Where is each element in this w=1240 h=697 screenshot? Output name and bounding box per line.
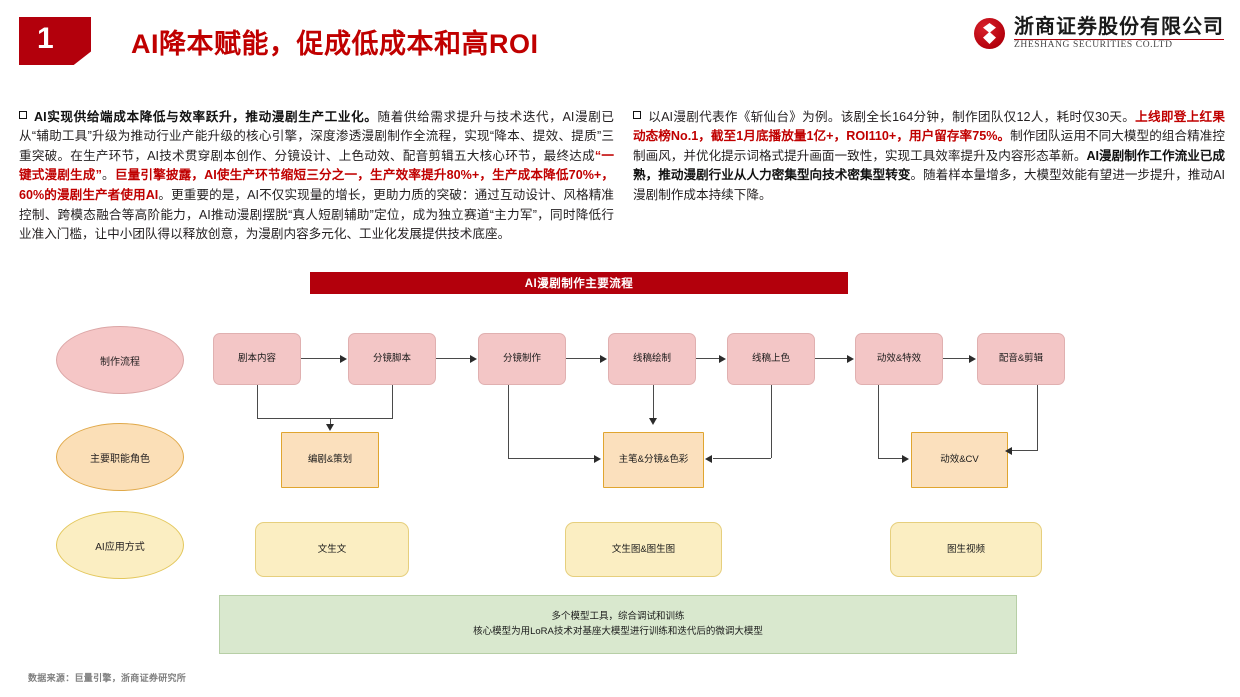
- ai-node-2[interactable]: 文生图&图生图: [565, 522, 722, 577]
- arrowhead-role3-left-icon: [902, 454, 909, 463]
- role-node-3[interactable]: 动效&CV: [911, 432, 1008, 488]
- logo-company-name-cn: 浙商证券股份有限公司: [1014, 14, 1224, 38]
- data-source-footer: 数据来源：巨量引擎，浙商证券研究所: [28, 673, 187, 683]
- arrowhead-role1-icon: [326, 424, 334, 431]
- right-bold-1: AI漫剧制作工作流业已成熟，推动漫剧行业从人力密集型向技术密集型转变: [633, 148, 1226, 183]
- model-summary-box: 多个模型工具，综合调试和训练 核心模型为用LoRA技术对基座大模型进行训练和迭代…: [219, 595, 1017, 654]
- right-red-1: 上线即登上红果动态榜No.1，截至1月底播放量1亿+，ROI110+，用户留存率…: [633, 109, 1225, 144]
- left-paragraph: AI实现供给端成本降低与效率跃升，推动漫剧生产工业化。随着供给需求提升与技术迭代…: [19, 108, 614, 245]
- left-text-2: 。: [101, 168, 115, 183]
- connector-s6-down: [878, 385, 880, 458]
- diagram-title: AI漫剧制作主要流程: [310, 272, 848, 294]
- role-node-1[interactable]: 编剧&策划: [281, 432, 379, 488]
- right-text-2: 制作团队运用不同大模型的组合精准控制画风，并优化提示词格式提升画面一致性，实现工…: [633, 129, 1226, 163]
- left-red-2: 巨量引擎披露，AI使生产环节缩短三分之一，生产效率提升80%+，生产成本降低70…: [19, 168, 615, 202]
- arrowhead-1-2-icon: [340, 354, 347, 363]
- connector-s2-down: [392, 385, 394, 419]
- summary-line-1: 多个模型工具，综合调试和训练: [551, 610, 685, 622]
- bullet-square-icon: [19, 110, 27, 119]
- logo-company-name-en: ZHESHANG SECURITIES CO.LTD: [1014, 39, 1224, 51]
- lane-label-ai: AI应用方式: [56, 511, 184, 579]
- process-step-4[interactable]: 线稿绘制: [608, 333, 696, 385]
- arrowhead-role3-right-icon: [1005, 446, 1012, 455]
- connector-4-5: [696, 358, 720, 360]
- process-step-6[interactable]: 动效&特效: [855, 333, 943, 385]
- connector-s5-left: [713, 458, 771, 460]
- connector-s7-left: [1012, 450, 1038, 452]
- slide-header: 1 AI降本赋能，促成低成本和高ROI 浙商证券股份有限公司 ZHESHANG …: [0, 0, 1240, 78]
- arrowhead-6-7-icon: [969, 354, 976, 363]
- connector-s6-right: [878, 458, 903, 460]
- left-text-1: 随着供给需求提升与技术迭代，AI漫剧已从“辅助工具”升级为推动行业产能升级的核心…: [19, 109, 614, 163]
- connector-s4-down: [653, 385, 655, 419]
- left-red-1: “一键式漫剧生成”: [19, 148, 615, 183]
- connector-s1-down: [257, 385, 259, 419]
- process-step-7[interactable]: 配音&剪辑: [977, 333, 1065, 385]
- connector-role1-stub: [330, 418, 332, 426]
- left-text-3: 。更重要的是，AI不仅实现量的增长，更助力质的突破：通过互动设计、风格精准控制、…: [19, 187, 614, 242]
- bullet-square-icon: [633, 110, 641, 119]
- right-text-3: 。随着样本量增多，大模型效能有望进一步提升，推动AI漫剧制作成本持续下降。: [633, 168, 1225, 202]
- arrowhead-4-5-icon: [719, 354, 726, 363]
- ai-node-1[interactable]: 文生文: [255, 522, 409, 577]
- process-step-1[interactable]: 剧本内容: [213, 333, 301, 385]
- connector-s7-down: [1037, 385, 1039, 451]
- right-text-1: 以AI漫剧代表作《斩仙台》为例。该剧全长164分钟，制作团队仅12人，耗时仅30…: [648, 109, 1136, 124]
- arrowhead-3-4-icon: [600, 354, 607, 363]
- left-text-column: AI实现供给端成本降低与效率跃升，推动漫剧生产工业化。随着供给需求提升与技术迭代…: [19, 95, 614, 257]
- role-node-2[interactable]: 主笔&分镜&色彩: [603, 432, 704, 488]
- right-text-column: 以AI漫剧代表作《斩仙台》为例。该剧全长164分钟，制作团队仅12人，耗时仅30…: [633, 95, 1225, 218]
- process-diagram: AI漫剧制作主要流程 制作流程 主要职能角色 AI应用方式 剧本内容 分镜脚本 …: [0, 272, 1240, 662]
- connector-1-2: [301, 358, 341, 360]
- page-title: AI降本赋能，促成低成本和高ROI: [131, 29, 539, 59]
- arrowhead-role2-right-icon: [705, 454, 712, 463]
- lane-label-process: 制作流程: [56, 326, 184, 394]
- company-logo: 浙商证券股份有限公司 ZHESHANG SECURITIES CO.LTD: [974, 16, 1224, 51]
- connector-s3-down: [508, 385, 510, 458]
- process-step-5[interactable]: 线稿上色: [727, 333, 815, 385]
- left-lead-bold: AI实现供给端成本降低与效率跃升，推动漫剧生产工业化。: [34, 109, 378, 124]
- arrowhead-role2-top-icon: [649, 418, 657, 425]
- connector-3-4: [566, 358, 601, 360]
- connector-s5-down: [771, 385, 773, 458]
- zheshang-logo-icon: [974, 17, 1005, 49]
- lane-label-roles: 主要职能角色: [56, 423, 184, 491]
- arrowhead-2-3-icon: [470, 354, 477, 363]
- connector-merge-role1: [257, 418, 393, 420]
- right-paragraph: 以AI漫剧代表作《斩仙台》为例。该剧全长164分钟，制作团队仅12人，耗时仅30…: [633, 108, 1225, 206]
- process-step-3[interactable]: 分镜制作: [478, 333, 566, 385]
- summary-line-2: 核心模型为用LoRA技术对基座大模型进行训练和迭代后的微调大模型: [473, 625, 763, 637]
- connector-s3-right: [508, 458, 595, 460]
- arrowhead-role2-left-icon: [594, 454, 601, 463]
- connector-2-3: [436, 358, 471, 360]
- process-step-2[interactable]: 分镜脚本: [348, 333, 436, 385]
- connector-6-7: [943, 358, 970, 360]
- ai-node-3[interactable]: 图生视频: [890, 522, 1042, 577]
- arrowhead-5-6-icon: [847, 354, 854, 363]
- slide-number-badge: 1: [19, 17, 91, 65]
- connector-5-6: [815, 358, 848, 360]
- logo-text: 浙商证券股份有限公司 ZHESHANG SECURITIES CO.LTD: [1014, 16, 1224, 51]
